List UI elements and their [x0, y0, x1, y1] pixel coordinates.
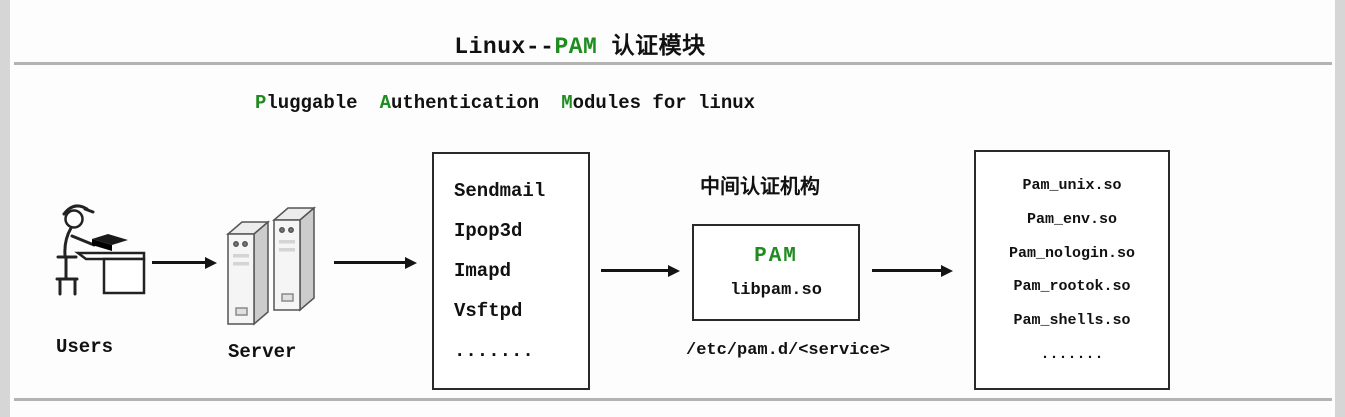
flow-arrow-services-to-pam: [601, 264, 680, 277]
pam-heading: 中间认证机构: [700, 177, 820, 200]
subtitle-initial-a: A: [379, 92, 391, 114]
module-item-ellipsis: .......: [1040, 346, 1104, 364]
flow-arrow-server-to-services: [334, 256, 417, 269]
server-towers-icon: [220, 198, 324, 341]
subtitle-initial-m: M: [561, 92, 573, 114]
pam-library: libpam.so: [730, 281, 822, 300]
title-part-linux: Linux--: [454, 34, 555, 60]
title-part-cjk: 认证模块: [597, 34, 706, 60]
diagram-title: Linux--PAM 认证模块: [0, 26, 1160, 60]
diagram-subtitle: Pluggable Authentication Modules for linux: [0, 92, 1010, 114]
flow-arrow-pam-to-modules: [872, 264, 953, 277]
module-item: Pam_rootok.so: [1013, 278, 1131, 296]
separator-bottom: [14, 398, 1332, 401]
module-item: Pam_nologin.so: [1008, 244, 1136, 262]
pam-box: PAM libpam.so: [692, 224, 860, 321]
users-label: Users: [56, 336, 114, 358]
subtitle-word-pluggable: Pluggable: [255, 92, 358, 114]
modules-box: Pam_unix.so Pam_env.so Pam_nologin.so Pa…: [974, 150, 1170, 390]
subtitle-word-modules: Modules for linux: [561, 92, 755, 114]
pam-title: PAM: [754, 245, 798, 268]
subtitle-rest-m: odules for linux: [572, 92, 756, 114]
pam-config-path: /etc/pam.d/<service>: [686, 341, 891, 360]
service-item-ellipsis: .......: [454, 340, 534, 362]
flow-arrow-users-to-server: [152, 256, 217, 269]
subtitle-initial-p: P: [254, 92, 267, 114]
service-item: Vsftpd: [454, 300, 523, 322]
module-item: Pam_env.so: [1026, 210, 1117, 228]
service-item: Ipop3d: [454, 220, 523, 242]
page-edge-right: [1335, 0, 1345, 417]
module-item: Pam_shells.so: [1013, 312, 1131, 330]
service-item: Sendmail: [454, 180, 546, 202]
separator-top: [14, 62, 1332, 65]
page-edge-left: [0, 0, 10, 417]
subtitle-word-authentication: Authentication: [380, 92, 540, 114]
services-box: Sendmail Ipop3d Imapd Vsftpd .......: [432, 152, 590, 390]
title-part-pam: PAM: [554, 34, 598, 60]
server-label: Server: [228, 341, 297, 363]
subtitle-rest-a: uthentication: [390, 92, 540, 114]
service-item: Imapd: [454, 260, 512, 282]
user-at-computer-icon: [50, 196, 150, 319]
subtitle-rest-p: luggable: [266, 92, 358, 114]
module-item: Pam_unix.so: [1022, 176, 1122, 194]
